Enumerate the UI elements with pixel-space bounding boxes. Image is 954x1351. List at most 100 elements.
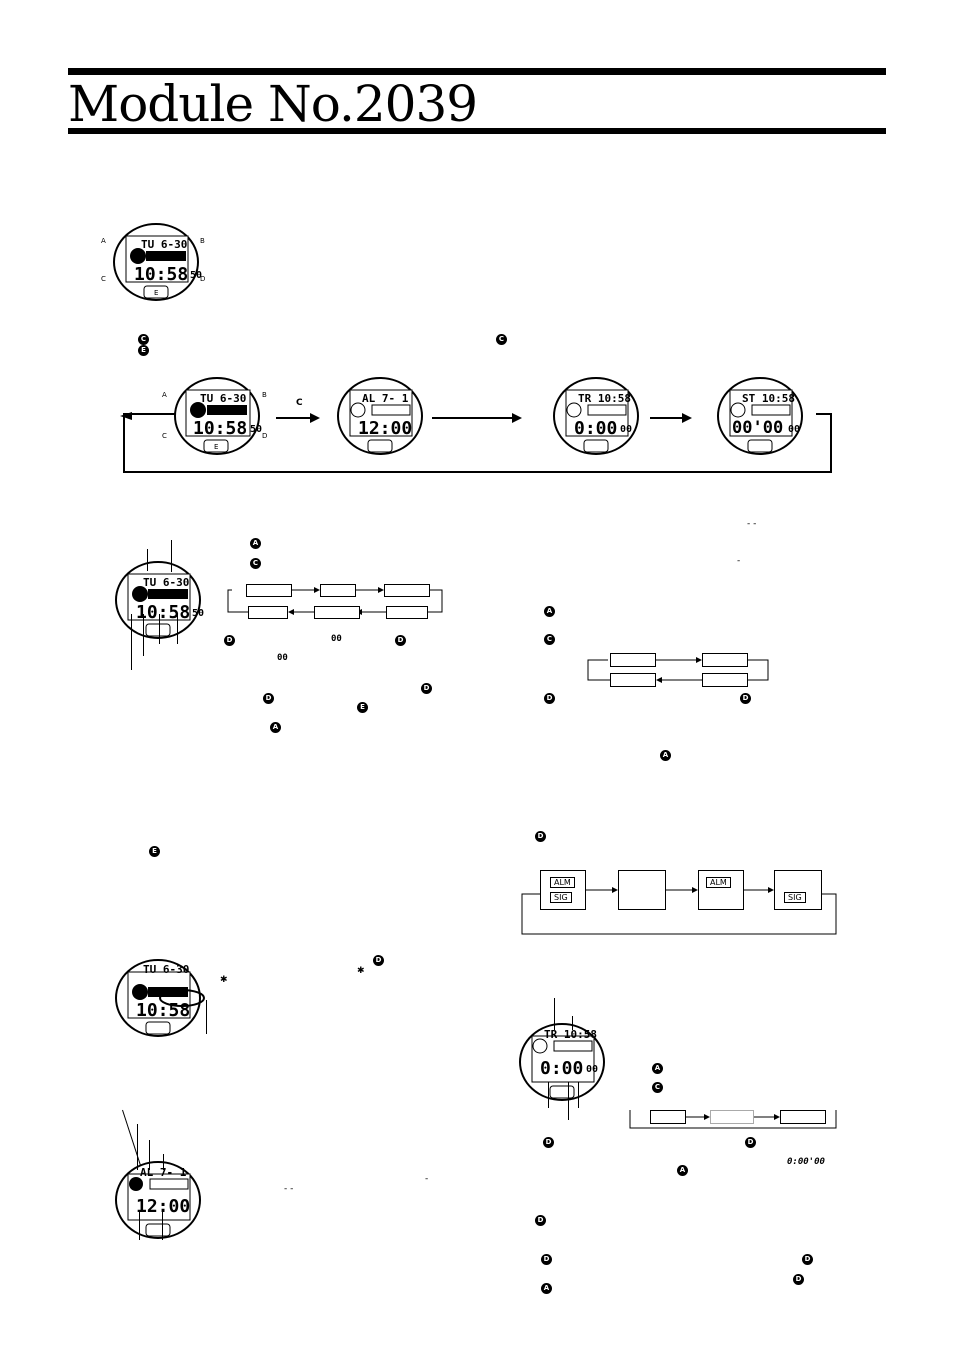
button-c-label: C	[101, 275, 106, 283]
watch-case-icon	[115, 1161, 201, 1239]
watch-top-display: AL 7- 1	[140, 1166, 187, 1179]
d-button-icon: D	[421, 683, 432, 694]
leader-line	[149, 1140, 150, 1170]
leader-line	[568, 1082, 569, 1120]
leader-line	[131, 614, 132, 670]
alm-indicator: ALM	[550, 877, 575, 888]
button-d-label: D	[262, 432, 268, 440]
leader-line	[572, 1016, 573, 1030]
watch-seconds-display: 00	[620, 424, 633, 435]
timer-readout: 0:00'00	[787, 1157, 825, 1167]
sequence-box	[248, 606, 288, 619]
button-e-label: E	[154, 289, 159, 297]
leader-line	[122, 1109, 141, 1166]
watch-main-display: 0:00	[574, 418, 618, 439]
sig-indicator: SIG	[550, 892, 572, 903]
a-button-icon: A	[544, 606, 555, 617]
watch-alarm-setting: AL 7- 1 12:00	[106, 1160, 210, 1242]
d-button-icon: D	[373, 955, 384, 966]
watch-case-icon	[113, 223, 199, 301]
d-button-icon: D	[793, 1274, 804, 1285]
watch-case-icon	[519, 1023, 605, 1101]
leader-line	[578, 1082, 579, 1108]
timer-setting-sequence	[628, 1108, 838, 1130]
setting-sequence-diagram	[226, 582, 446, 622]
watch-case-icon	[717, 377, 803, 455]
watch-main-display: 10:58	[193, 418, 248, 439]
watch-top-display: TR 10:58	[544, 1028, 597, 1041]
sequence-box	[610, 673, 656, 687]
watch-seconds-display: 50	[250, 424, 263, 435]
mode-flow-diagram: TU 6-30 10:58 50 A B C D E C AL 7- 1 12:…	[118, 372, 838, 478]
d-button-icon: D	[395, 635, 406, 646]
sequence-box	[386, 606, 428, 619]
e-button-icon: E	[138, 345, 149, 356]
watch-main-display: 0:00	[540, 1058, 584, 1079]
watch-main-display: 10:58	[136, 602, 191, 623]
watch-case-icon	[115, 959, 205, 1037]
leader-line	[548, 1082, 549, 1108]
dash-mark: - -	[284, 1184, 294, 1194]
watch-case-icon	[115, 561, 201, 639]
a-button-icon: A	[677, 1165, 688, 1176]
watch-seconds-display: 50	[190, 270, 203, 281]
watch-top-display: ST 10:58	[742, 392, 795, 405]
watch-seconds-display: 00	[788, 424, 801, 435]
d-button-icon: D	[740, 693, 751, 704]
d-button-icon: D	[535, 1215, 546, 1226]
watch-seconds-display: 50	[192, 608, 205, 619]
button-b-label: B	[200, 237, 205, 245]
leader-line	[554, 998, 555, 1030]
flow-c-label: C	[296, 398, 303, 408]
watch-seconds-display: 00	[586, 1064, 599, 1075]
e-button-icon: E	[149, 846, 160, 857]
zero-readout: 00	[277, 653, 288, 663]
cycle-state-box	[618, 870, 666, 910]
watch-case-icon	[553, 377, 639, 455]
watch-top-display: AL 7- 1	[362, 392, 409, 405]
leader-line	[137, 1124, 138, 1170]
leader-line	[171, 540, 172, 572]
watch-timekeeping-setting: TU 6-30 10:58 50	[106, 560, 210, 642]
leader-line	[163, 1154, 164, 1170]
watch-case-icon	[174, 377, 260, 455]
c-button-icon: C	[544, 634, 555, 645]
bottom-rule	[68, 128, 886, 134]
alarm-signal-cycle: ALM SIG ALM SIG	[520, 870, 838, 936]
leader-line	[159, 614, 160, 644]
button-a-label: A	[101, 237, 106, 245]
a-button-icon: A	[660, 750, 671, 761]
mode-watch-stopwatch: ST 10:58 00'00 00	[708, 376, 812, 458]
watch-case-icon	[337, 377, 423, 455]
d-button-icon: D	[745, 1137, 756, 1148]
a-button-icon: A	[250, 538, 261, 549]
mode-watch-timer: TR 10:58 0:00 00	[544, 376, 648, 458]
mode-watch-alarm: AL 7- 1 12:00	[328, 376, 432, 458]
watch-main-display: 12:00	[136, 1196, 191, 1217]
leader-line	[147, 549, 148, 571]
alarm-setting-sequence	[586, 650, 772, 690]
watch-top-display: TU 6-30	[141, 238, 188, 251]
sequence-box	[246, 584, 292, 597]
sequence-box	[702, 653, 748, 667]
light-icon: ✱	[357, 966, 365, 976]
watch-main-display: 10:58	[134, 264, 189, 285]
leader-line	[139, 1212, 140, 1240]
cycle-state-box	[540, 870, 586, 910]
d-button-icon: D	[224, 635, 235, 646]
sequence-box	[702, 673, 748, 687]
leader-line	[177, 614, 178, 644]
button-b-label: B	[262, 391, 267, 399]
watch-light: TU 6-30 10:58	[106, 958, 210, 1040]
sequence-box	[650, 1110, 686, 1124]
a-button-icon: A	[270, 722, 281, 733]
d-button-icon: D	[802, 1254, 813, 1265]
c-button-icon-right: C	[496, 334, 507, 345]
leader-line	[143, 614, 144, 656]
sequence-box	[384, 584, 430, 597]
light-icon: ✱	[220, 975, 228, 985]
leader-line	[162, 1212, 163, 1240]
alm-indicator: ALM	[706, 877, 731, 888]
watch-main-display: 10:58	[136, 1000, 191, 1021]
a-button-icon: A	[652, 1063, 663, 1074]
